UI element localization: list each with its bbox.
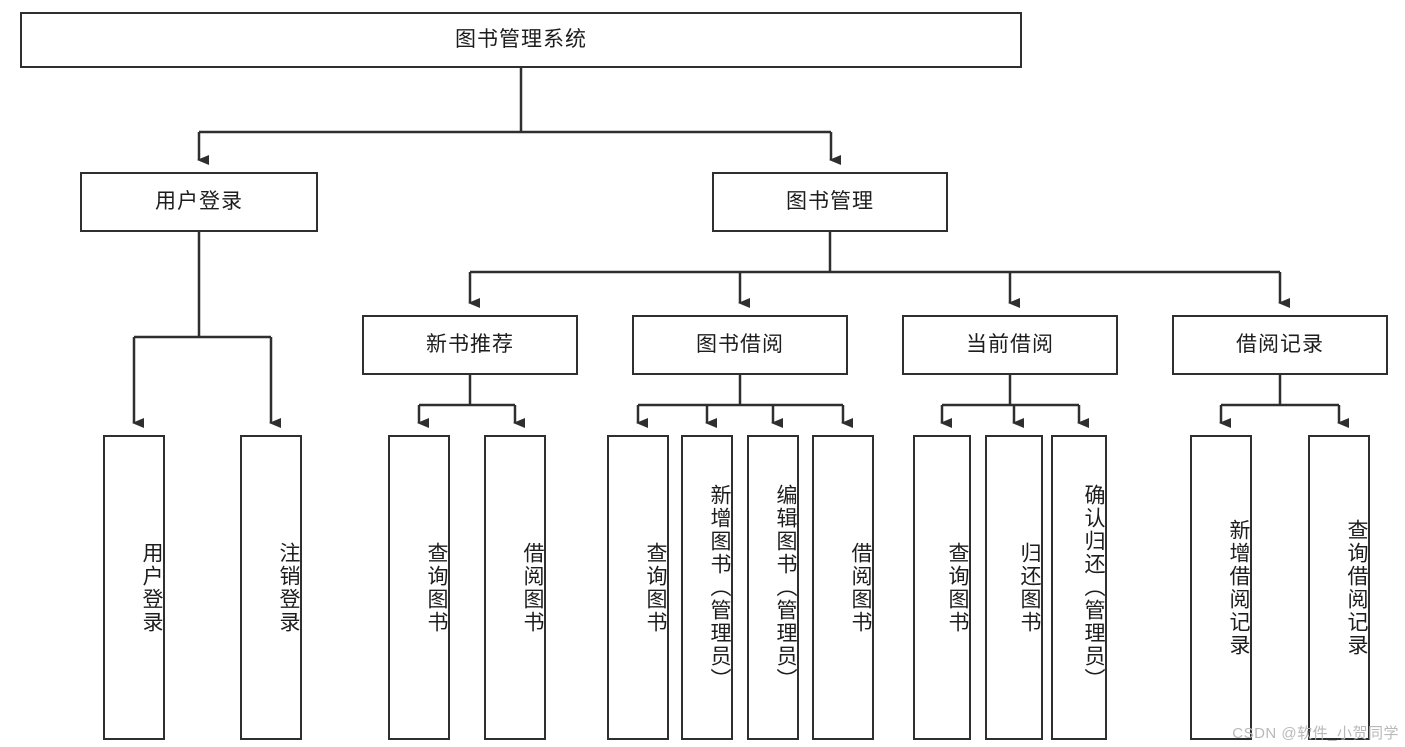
node-label: 新书推荐: [426, 332, 514, 356]
leaf-query-book-borrow[interactable]: 查询图书: [607, 435, 669, 740]
node-book-management[interactable]: 图书管理: [712, 172, 948, 232]
node-label: 当前借阅: [966, 332, 1054, 356]
node-label: 用户登录: [140, 541, 163, 634]
leaf-add-borrow-record[interactable]: 新增借阅记录: [1190, 435, 1252, 740]
leaf-confirm-return-admin[interactable]: 确认归还（管理员）: [1051, 435, 1107, 740]
node-label: 注销登录: [277, 541, 300, 634]
node-label: 借阅记录: [1236, 332, 1324, 356]
leaf-add-book-admin[interactable]: 新增图书（管理员）: [681, 435, 733, 740]
node-root[interactable]: 图书管理系统: [20, 12, 1022, 68]
leaf-edit-book-admin[interactable]: 编辑图书（管理员）: [747, 435, 799, 740]
node-label: 借阅图书: [521, 541, 544, 634]
leaf-borrow-book[interactable]: 借阅图书: [812, 435, 874, 740]
leaf-query-book-recommend[interactable]: 查询图书: [388, 435, 450, 740]
node-label: 图书借阅: [696, 332, 784, 356]
node-new-book-recommend[interactable]: 新书推荐: [362, 315, 578, 375]
leaf-query-borrow-record[interactable]: 查询借阅记录: [1308, 435, 1370, 740]
node-current-borrow[interactable]: 当前借阅: [902, 315, 1118, 375]
node-label: 编辑图书（管理员）: [774, 484, 797, 691]
leaf-query-book-current[interactable]: 查询图书: [913, 435, 971, 740]
node-borrow-record[interactable]: 借阅记录: [1172, 315, 1388, 375]
node-label: 查询图书: [425, 541, 448, 634]
node-label: 查询借阅记录: [1345, 518, 1368, 657]
node-label: 图书管理: [786, 189, 874, 213]
node-label: 归还图书: [1018, 541, 1041, 634]
node-label: 图书管理系统: [455, 27, 587, 51]
node-label: 查询图书: [644, 541, 667, 634]
leaf-return-book[interactable]: 归还图书: [985, 435, 1043, 740]
node-label: 新增借阅记录: [1227, 518, 1250, 657]
node-user-login[interactable]: 用户登录: [80, 172, 318, 232]
node-label: 新增图书（管理员）: [708, 484, 731, 691]
leaf-logout[interactable]: 注销登录: [240, 435, 302, 740]
node-label: 查询图书: [946, 541, 969, 634]
node-book-borrow[interactable]: 图书借阅: [632, 315, 848, 375]
node-label: 确认归还（管理员）: [1082, 484, 1105, 691]
node-label: 用户登录: [155, 189, 243, 213]
watermark: CSDN @软件_小贺同学: [1232, 725, 1399, 742]
node-label: 借阅图书: [849, 541, 872, 634]
leaf-borrow-book-recommend[interactable]: 借阅图书: [484, 435, 546, 740]
leaf-user-login[interactable]: 用户登录: [103, 435, 165, 740]
